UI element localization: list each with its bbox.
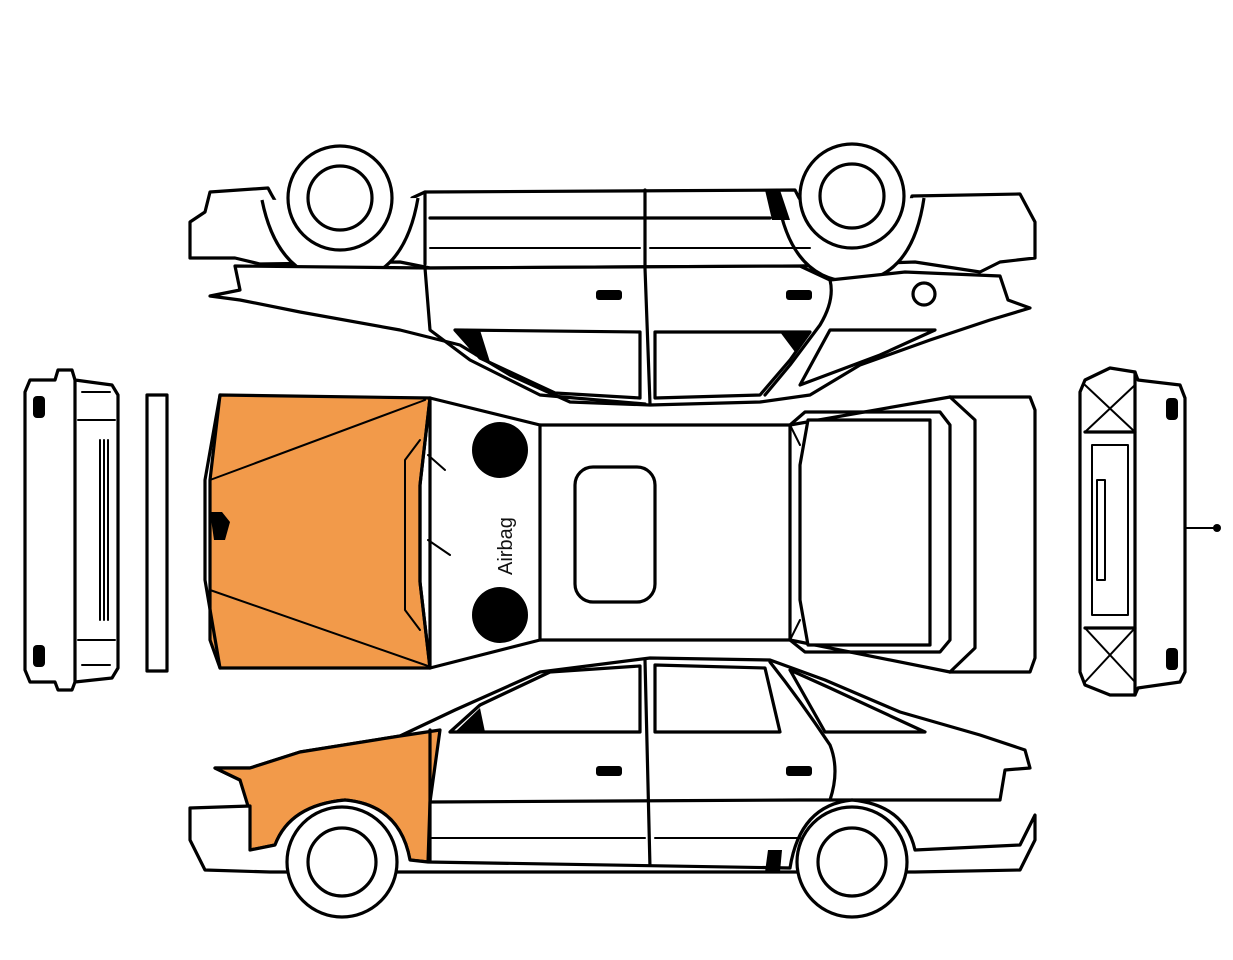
right-mirror-icon [472, 587, 528, 643]
top-rear-door-handle [786, 290, 812, 300]
fuel-cap-icon [911, 281, 937, 307]
left-mirror-icon [472, 422, 528, 478]
bottom-rear-wheel[interactable] [795, 805, 909, 919]
hood-ornament-icon [210, 512, 230, 540]
front-bumper-view[interactable] [23, 368, 120, 692]
antenna-icon [1213, 524, 1221, 532]
bottom-front-door-handle [596, 766, 622, 776]
rear-view [1078, 366, 1221, 697]
airbag-label: Airbag [495, 517, 517, 575]
bottom-front-window[interactable] [448, 664, 642, 734]
front-windshield-strip[interactable] [145, 393, 169, 673]
bottom-rear-window[interactable] [653, 663, 782, 734]
top-down-view: Airbag [203, 393, 1037, 674]
side-view-bottom [188, 656, 1037, 919]
top-front-wheel[interactable] [286, 144, 394, 252]
bottom-quarter-window[interactable] [788, 668, 927, 734]
side-view-top [188, 142, 1037, 407]
hood-damaged-highlight[interactable] [208, 393, 432, 670]
sunroof[interactable] [573, 465, 657, 604]
top-front-door-handle [596, 290, 622, 300]
top-rear-wheel[interactable] [798, 142, 906, 250]
rear-window[interactable] [798, 418, 932, 647]
bottom-rear-door-handle [786, 766, 812, 776]
bottom-front-wheel[interactable] [285, 805, 399, 919]
front-view [23, 368, 169, 692]
top-quarter-window[interactable] [798, 328, 937, 387]
